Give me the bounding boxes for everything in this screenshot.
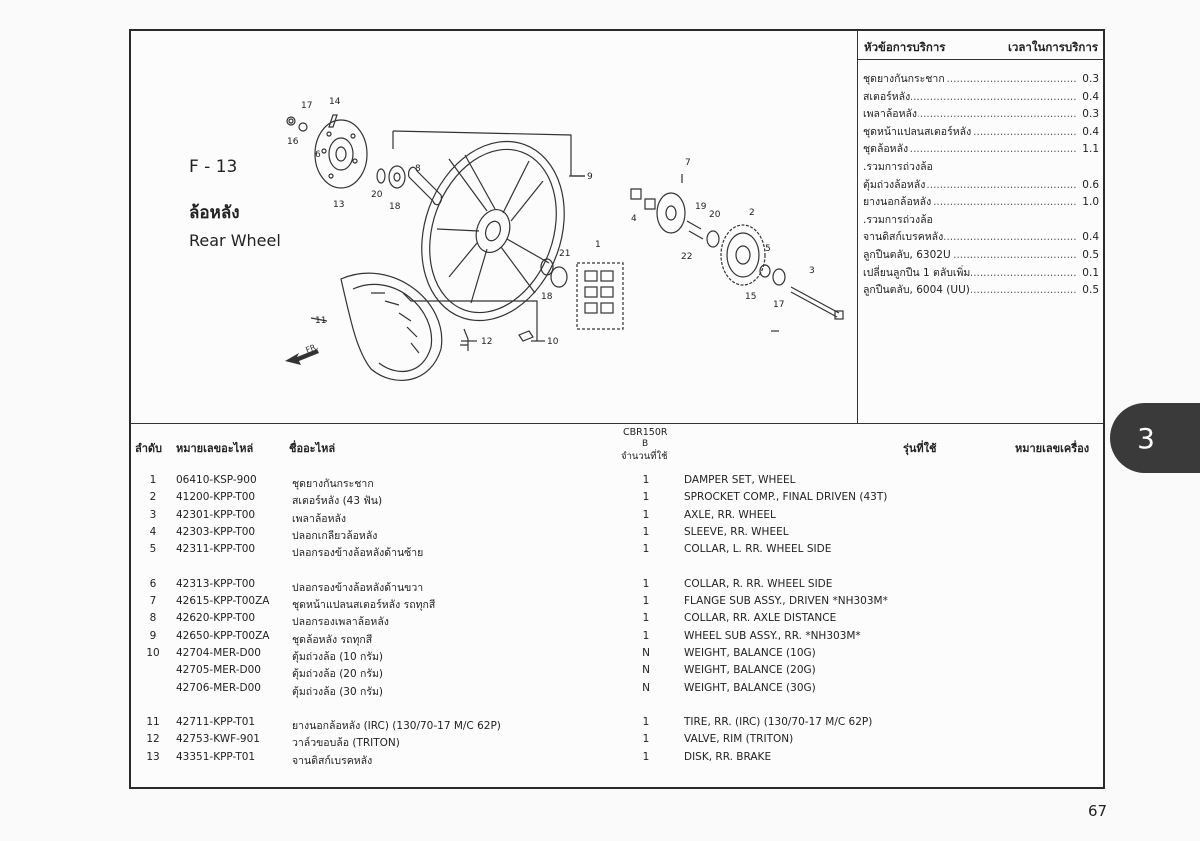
callout: 2 — [749, 208, 755, 218]
header-engine-number: หมายเลขเครื่อง — [1015, 442, 1090, 455]
service-item-list: ........................................… — [863, 71, 1099, 300]
header-index: ลำดับ — [135, 442, 163, 455]
header-model: CBR150R — [623, 427, 668, 438]
header-model-used: รุ่นที่ใช้ — [903, 442, 937, 455]
callout: 8 — [415, 164, 421, 174]
service-item: ........................................… — [863, 88, 1099, 107]
callout: 10 — [547, 337, 559, 347]
parts-table-header: ลำดับ หมายเลขอะไหล่ ชื่ออะไหล่ CBR150R B… — [131, 423, 1103, 462]
header-quantity: จำนวนที่ใช้ — [621, 451, 668, 462]
service-item: ........................................… — [863, 176, 1099, 195]
callout: 17 — [301, 101, 312, 111]
service-item: ........................................… — [863, 282, 1099, 300]
callout: 9 — [587, 172, 593, 182]
service-item: .รวมการถ่วงล้อ — [863, 213, 934, 226]
callout: 19 — [695, 202, 707, 212]
callout: 17 — [773, 300, 784, 310]
header-model-type: B — [642, 439, 649, 449]
service-item: ........................................… — [863, 229, 1099, 247]
rear-wheel-part — [421, 140, 565, 322]
service-item: ........................................… — [863, 246, 1099, 265]
chapter-tab: 3 — [1110, 403, 1200, 473]
exploded-diagram-area: F - 13 ล้อหลัง Rear Wheel — [131, 31, 857, 423]
callout: 1 — [595, 240, 601, 250]
service-item: ........................................… — [863, 123, 1099, 142]
service-time-panel: หัวข้อการบริการ เวลาในการบริการ ........… — [857, 31, 1104, 423]
header-part-number: หมายเลขอะไหล่ — [176, 442, 254, 455]
figure-title-thai: ล้อหลัง — [189, 203, 240, 223]
sprocket-part — [720, 224, 766, 286]
brake-disk-part — [314, 119, 368, 189]
callout: 11 — [315, 316, 326, 326]
service-item: ........................................… — [863, 106, 1099, 124]
callout: 7 — [685, 158, 691, 168]
service-topic-header: หัวข้อการบริการ — [864, 40, 946, 54]
header-part-name: ชื่ออะไหล่ — [289, 442, 336, 455]
service-time-header: เวลาในการบริการ — [1007, 40, 1098, 54]
tire-part — [340, 272, 443, 382]
callout: 14 — [329, 97, 341, 107]
callout: 20 — [371, 190, 383, 200]
exploded-diagram: FR. 17 14 16 6 8 20 18 13 9 7 19 20 4 — [285, 97, 844, 382]
service-item: .รวมการถ่วงล้อ — [863, 160, 934, 173]
callout: 12 — [481, 337, 492, 347]
service-item: ........................................… — [863, 194, 1099, 212]
callout: 5 — [765, 244, 771, 254]
callout: 16 — [287, 137, 299, 147]
catalog-frame: F - 13 ล้อหลัง Rear Wheel — [129, 29, 1105, 789]
callout: 6 — [315, 150, 321, 160]
flange-part — [630, 188, 720, 248]
callout: 13 — [333, 200, 344, 210]
page-number: 67 — [1088, 802, 1108, 820]
front-direction-arrow: FR. — [285, 342, 319, 365]
figure-title-english: Rear Wheel — [189, 231, 281, 250]
service-item: ........................................… — [863, 141, 1099, 159]
callout: 22 — [681, 252, 692, 262]
service-item: ........................................… — [863, 71, 1099, 89]
callout: 20 — [709, 210, 721, 220]
callout: 4 — [631, 214, 637, 224]
callout: 15 — [745, 292, 756, 302]
top-area: F - 13 ล้อหลัง Rear Wheel — [131, 31, 1104, 424]
callout: 18 — [389, 202, 401, 212]
callout: 18 — [541, 292, 553, 302]
service-panel-header: หัวข้อการบริการ เวลาในการบริการ — [858, 31, 1104, 60]
service-item: ........................................… — [863, 264, 1099, 283]
svg-text:FR.: FR. — [304, 342, 319, 355]
damper-set-part — [576, 262, 624, 330]
callout: 21 — [559, 249, 570, 259]
callout: 3 — [809, 266, 815, 276]
figure-code: F - 13 — [189, 157, 238, 177]
